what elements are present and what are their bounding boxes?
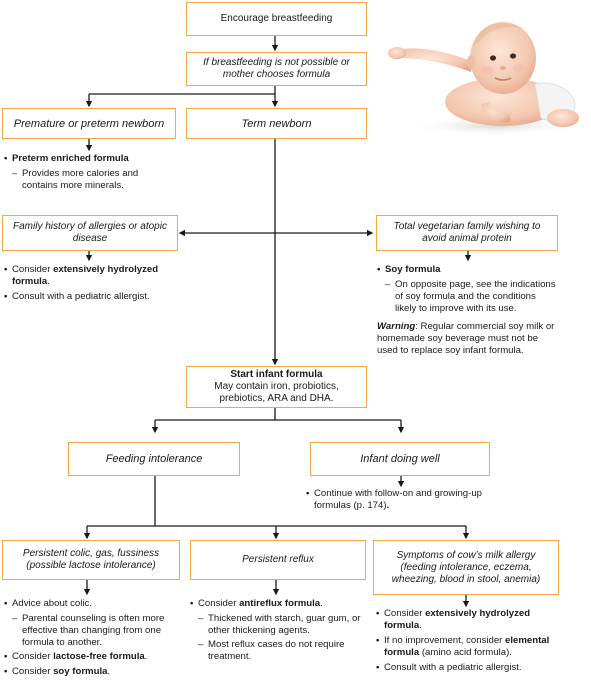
box-premature-label: Premature or preterm newborn bbox=[13, 117, 165, 130]
list-item: If no improvement, consider elemental fo… bbox=[376, 635, 562, 659]
box-breastfeeding-not-possible: If breastfeeding is not possible or moth… bbox=[186, 52, 367, 86]
box-allergy-history-label: Family history of allergies or atopic di… bbox=[13, 221, 167, 244]
box-doing-well-label: Infant doing well bbox=[360, 453, 440, 465]
box-premature-newborn: Premature or preterm newborn bbox=[2, 108, 176, 139]
box-cows-milk-allergy: Symptoms of cow’s milk allergy (feeding … bbox=[373, 540, 559, 595]
allergy-notes: Consider extensively hydrolyzed formula.… bbox=[4, 264, 180, 306]
box-reflux-label: Persistent reflux bbox=[242, 554, 314, 565]
list-item: Soy formula bbox=[377, 264, 559, 276]
list-item: Continue with follow-on and growing-up f… bbox=[306, 488, 486, 512]
list-item: Preterm enriched formula bbox=[4, 153, 172, 165]
box-encourage-label: Encourage breastfeeding bbox=[220, 13, 333, 24]
list-subitem: Thickened with starch, guar gum, or othe… bbox=[190, 613, 368, 637]
box-family-allergy-history: Family history of allergies or atopic di… bbox=[2, 215, 178, 251]
doing-well-notes: Continue with follow-on and growing-up f… bbox=[306, 488, 486, 515]
list-item: Consult with a pediatric allergist. bbox=[376, 662, 562, 674]
list-subitem: Provides more calories and contains more… bbox=[4, 168, 172, 192]
list-subitem: Most reflux cases do not require treatme… bbox=[190, 639, 368, 663]
box-term-label: Term newborn bbox=[241, 117, 312, 130]
list-subitem: Parental counseling is often more effect… bbox=[4, 613, 182, 649]
box-persistent-colic: Persistent colic, gas, fussiness (possib… bbox=[2, 540, 180, 580]
box-feeding-intolerance: Feeding intolerance bbox=[68, 442, 240, 476]
box-vegetarian-label: Total vegetarian family wishing to avoid… bbox=[393, 221, 541, 244]
preterm-notes: Preterm enriched formula Provides more c… bbox=[4, 153, 172, 194]
box-start-body: May contain iron, probiotics, prebiotics… bbox=[214, 381, 339, 404]
box-persistent-reflux: Persistent reflux bbox=[190, 540, 366, 580]
list-item: Consider extensively hydrolyzed formula. bbox=[4, 264, 180, 288]
box-feeding-intolerance-label: Feeding intolerance bbox=[105, 453, 203, 465]
soy-warning: Warning: Regular commercial soy milk or … bbox=[377, 321, 555, 356]
box-start-infant-formula: Start infant formula May contain iron, p… bbox=[186, 366, 367, 408]
reflux-notes: Consider antireflux formula. Thickened w… bbox=[190, 598, 368, 665]
box-vegetarian-family: Total vegetarian family wishing to avoid… bbox=[376, 215, 558, 251]
list-item: Consider antireflux formula. bbox=[190, 598, 368, 610]
cows-milk-notes: Consider extensively hydrolyzed formula.… bbox=[376, 608, 562, 677]
colic-notes: Advice about colic. Parental counseling … bbox=[4, 598, 182, 681]
list-item: Consider extensively hydrolyzed formula. bbox=[376, 608, 562, 632]
box-infant-doing-well: Infant doing well bbox=[310, 442, 490, 476]
list-item: Consider lactose-free formula. bbox=[4, 651, 182, 663]
list-item: Consider soy formula. bbox=[4, 666, 182, 678]
box-encourage-breastfeeding: Encourage breastfeeding bbox=[186, 2, 367, 36]
list-item: Advice about colic. bbox=[4, 598, 182, 610]
box-not-possible-label: If breastfeeding is not possible or moth… bbox=[203, 57, 350, 80]
box-colic-label: Persistent colic, gas, fussiness (possib… bbox=[22, 548, 160, 571]
box-start-title: Start infant formula bbox=[230, 369, 323, 380]
box-term-newborn: Term newborn bbox=[186, 108, 367, 139]
baby-photo bbox=[388, 22, 585, 136]
soy-notes: Soy formula On opposite page, see the in… bbox=[377, 264, 559, 357]
list-subitem: On opposite page, see the indications of… bbox=[377, 279, 559, 315]
list-item: Consult with a pediatric allergist. bbox=[4, 291, 180, 303]
box-cows-milk-label: Symptoms of cow’s milk allergy (feeding … bbox=[391, 549, 541, 585]
